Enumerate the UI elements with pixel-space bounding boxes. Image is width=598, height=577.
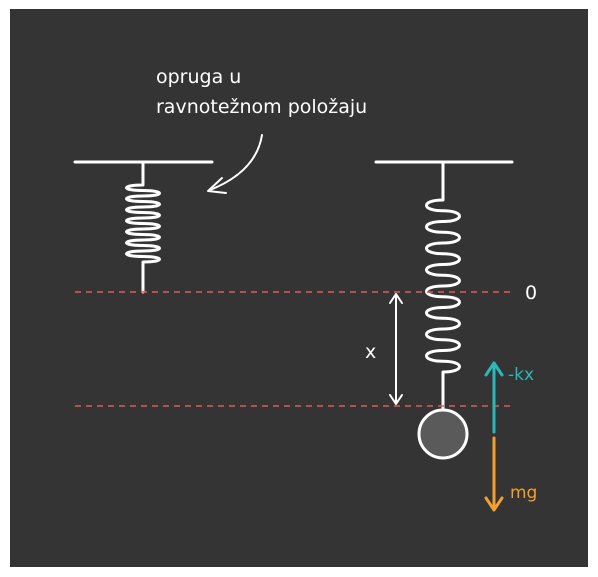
gravity-label: mg bbox=[510, 483, 537, 503]
annotation-arrow bbox=[209, 134, 263, 191]
displacement-label: x bbox=[365, 341, 376, 363]
spring-force-arrow-head bbox=[484, 361, 504, 377]
displacement-arrow-top-head bbox=[389, 293, 403, 304]
annotation-arrow-head bbox=[207, 177, 227, 194]
annotation-line-2: ravnotežnom položaju bbox=[156, 96, 367, 118]
chalkboard-background bbox=[10, 9, 588, 567]
mass-ball bbox=[417, 408, 469, 460]
right-spring bbox=[425, 160, 461, 412]
displacement-arrow-bottom-head bbox=[389, 394, 403, 405]
spring-force-label: -kx bbox=[508, 365, 534, 385]
left-spring bbox=[125, 160, 161, 294]
origin-label: 0 bbox=[525, 282, 537, 304]
annotation-line-1: opruga u bbox=[156, 66, 241, 88]
gravity-arrow-head bbox=[484, 496, 504, 512]
